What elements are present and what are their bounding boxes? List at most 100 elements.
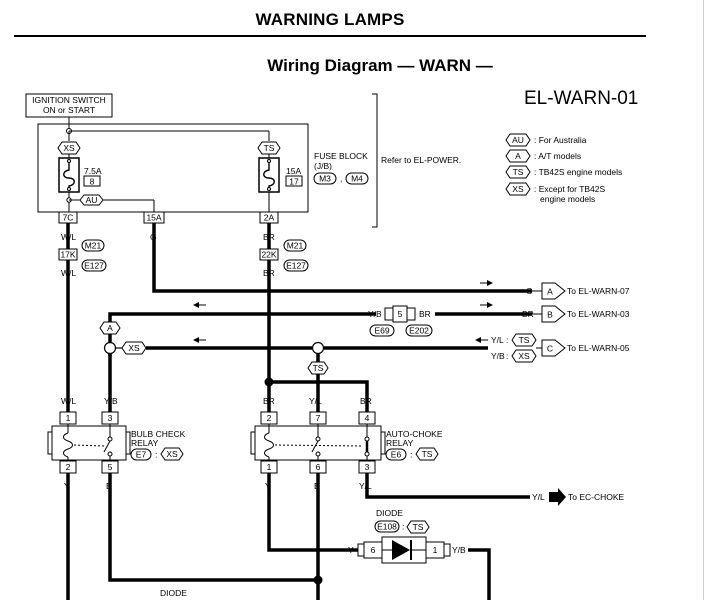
auto-choke-relay: 2 7 4 1 6 3 AUTO-CHOKE RELAY E6 : TS: [250, 411, 443, 474]
wire-label-yl-ec: Y/L: [532, 492, 545, 502]
fuse-tag-xs: XS: [63, 143, 75, 153]
fuse-conn-m4: M4: [351, 174, 363, 184]
fuse-right-amp: 15A: [286, 166, 301, 176]
fuse-block-jb: (J/B): [314, 161, 332, 171]
bulb-check-relay: 1 3 2 5 BULB CHECK RELAY E7 : XS Y/B: [47, 396, 186, 474]
choke-relay-tag: TS: [422, 449, 433, 459]
diode2-name: DIODE: [160, 588, 187, 598]
diagram-code: EL-WARN-01: [524, 88, 639, 109]
title-rule: [14, 35, 646, 37]
choke-pin-6: 6: [316, 462, 321, 472]
diode-e108: DIODE E108 : TS Y 6 1 Y/B: [348, 508, 491, 600]
pin-2a: 2A: [264, 213, 275, 223]
bulb-pin-1: 1: [66, 413, 71, 423]
bulb-relay-conn: E7: [136, 450, 147, 460]
conn-5: 5: [398, 309, 403, 319]
ignition-label-1: IGNITION SWITCH: [32, 95, 106, 105]
legend-tag-ts: TS: [513, 167, 524, 177]
bulb-pin-2: 2: [66, 462, 71, 472]
conn-e127-left: E127: [84, 261, 104, 271]
diode1-name: DIODE: [376, 508, 403, 518]
offpage-c-letter: C: [547, 344, 553, 354]
legend-tag-au: AU: [512, 135, 524, 145]
diode1-conn: E108: [377, 522, 397, 532]
tag-ts-choke: TS: [313, 363, 324, 373]
conn-e202: E202: [409, 326, 429, 336]
page-edge: [703, 0, 704, 600]
offpage-b-text: To EL-WARN-03: [567, 309, 630, 319]
colon-5: :: [402, 522, 404, 532]
wire-label-br-c4: BR: [360, 396, 372, 406]
bulb-relay-name-2: RELAY: [131, 438, 159, 448]
wire-label-wl-top: W/L: [61, 232, 76, 242]
colon-4: :: [410, 450, 412, 460]
offpage-c-text: To EL-WARN-05: [567, 343, 630, 353]
tag-xs-c: XS: [128, 343, 140, 353]
legend: AU : For Australia A : A/T models TS : T…: [505, 133, 622, 204]
choke-pin-7: 7: [316, 413, 321, 423]
tag-ts-c: TS: [519, 335, 530, 345]
offpage-connectors: A To EL-WARN-07 B To EL-WARN-03 C To EL-…: [532, 282, 630, 357]
wire-label-yl-c: Y/L: [491, 335, 504, 345]
legend-tag-xs: XS: [512, 184, 524, 194]
fuse-block-label: FUSE BLOCK: [314, 151, 368, 161]
lower-wires: Y B Y B Y/L Y/L To EC-CHOKE: [64, 473, 625, 600]
wire-label-br-c2: BR: [263, 396, 275, 406]
fuse-right-num: 17: [289, 177, 299, 187]
wire-wl: W/L 17K M21 E127 W/L W/L: [58, 223, 107, 412]
fuse-tag-ts: TS: [264, 143, 275, 153]
offpage-b-letter: B: [547, 310, 553, 320]
wire-label-yb-b: Y/B: [368, 309, 382, 319]
wire-label-yl-c7: Y/L: [309, 396, 322, 406]
wire-label-yb-c: Y/B: [491, 351, 505, 361]
choke-pin-3: 3: [365, 462, 370, 472]
legend-text-au: : For Australia: [534, 135, 587, 145]
ignition-switch: IGNITION SWITCH ON or START: [25, 93, 113, 129]
bulb-relay-name-1: BULB CHECK: [131, 429, 186, 439]
wire-br: BR 22K M21 E127 BR BR BR: [259, 223, 372, 412]
fuse-left-amp: 7.5A: [84, 166, 102, 176]
comma: ,: [340, 174, 342, 184]
wire-label-yb-c3: Y/B: [104, 396, 118, 406]
conn-22k: 22K: [261, 250, 276, 260]
legend-text-a: : A/T models: [534, 151, 581, 161]
fuse-conn-m3: M3: [319, 174, 331, 184]
choke-relay-conn: E6: [391, 450, 402, 460]
wire-label-yb-diode: Y/B: [452, 545, 466, 555]
refer-label: Refer to EL-POWER.: [381, 155, 461, 165]
tag-a-left: A: [107, 323, 113, 333]
colon-3: :: [155, 450, 157, 460]
colon-2: :: [506, 351, 508, 361]
colon-1: :: [506, 335, 508, 345]
choke-relay-name-1: AUTO-CHOKE: [386, 429, 443, 439]
wire-label-br-b: BR: [419, 309, 431, 319]
wire-label-br-right: BR: [522, 309, 534, 319]
wire-g: G G: [150, 223, 533, 296]
wire-label-g-right: G: [526, 286, 533, 296]
bulb-pin-5: 5: [108, 462, 113, 472]
choke-pin-2: 2: [267, 413, 272, 423]
conn-m21-left: M21: [85, 241, 102, 251]
conn-e69: E69: [374, 326, 389, 336]
offpage-choke-text: To EC-CHOKE: [568, 492, 625, 502]
legend-tag-a: A: [515, 151, 521, 161]
offpage-a-letter: A: [547, 287, 553, 297]
conn-17k: 17K: [60, 250, 75, 260]
tag-xs-c2: XS: [518, 351, 530, 361]
pin-15a: 15A: [146, 213, 161, 223]
offpage-a-text: To EL-WARN-07: [567, 286, 630, 296]
diode1-tag: TS: [413, 522, 424, 532]
fuse-tag-au: AU: [86, 195, 98, 205]
legend-text-ts: : TB42S engine models: [534, 167, 622, 177]
choke-pin-1: 1: [267, 462, 272, 472]
legend-text-xs-2: engine models: [540, 194, 595, 204]
bulb-pin-3: 3: [108, 413, 113, 423]
choke-relay-name-2: RELAY: [386, 438, 414, 448]
fuse-block: XS TS 7.5A 8 15A 17 AU 7C 15A: [37, 93, 461, 228]
page-title: WARNING LAMPS: [255, 10, 405, 29]
choke-pin-4: 4: [365, 413, 370, 423]
diode1-pin-6: 6: [371, 545, 376, 555]
ignition-label-2: ON or START: [43, 105, 95, 115]
bulb-relay-tag: XS: [166, 449, 178, 459]
